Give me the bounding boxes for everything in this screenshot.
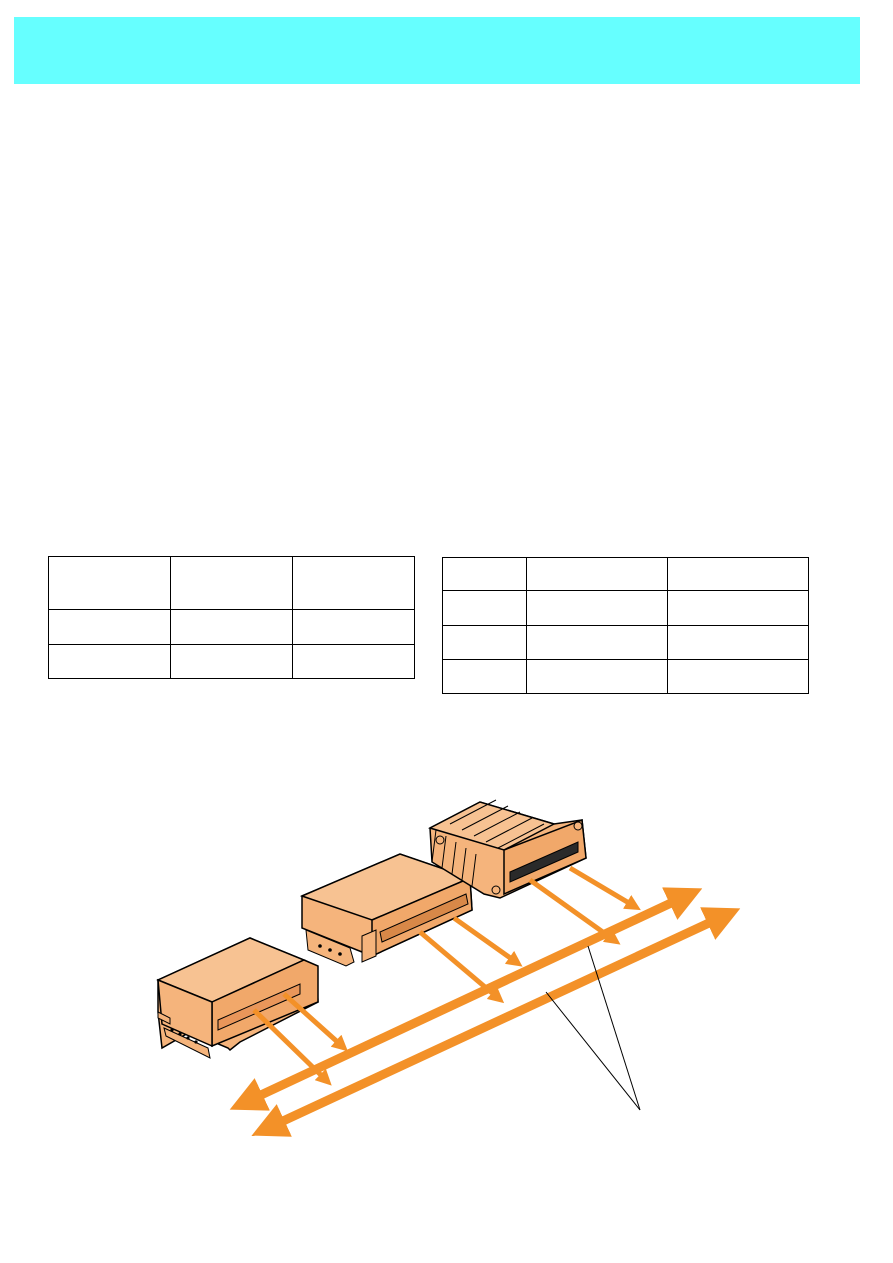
table-cell	[442, 625, 527, 660]
table-row	[442, 590, 809, 626]
table-right	[442, 557, 809, 694]
control-unit-2	[299, 853, 473, 967]
table-cell	[48, 609, 171, 645]
leader-lines	[545, 945, 641, 1111]
table-row	[442, 625, 809, 660]
table-cell	[526, 625, 668, 660]
table-cell	[526, 659, 668, 694]
table-cell	[48, 644, 171, 679]
table-cell	[442, 659, 527, 694]
control-unit-3	[428, 799, 587, 899]
table-row	[442, 557, 809, 591]
connection-arrows	[252, 865, 641, 1086]
table-cell	[170, 609, 293, 645]
table-cell	[442, 590, 527, 626]
table-cell	[170, 644, 293, 679]
table-cell	[48, 556, 171, 610]
table-row	[48, 609, 415, 645]
header-band	[14, 17, 860, 84]
table-cell	[526, 590, 668, 626]
table-cell	[526, 557, 668, 591]
table-cell	[667, 659, 809, 694]
table-row	[48, 644, 415, 679]
bus-line-lower	[251, 907, 741, 1137]
table-cell	[292, 609, 415, 645]
table-cell	[292, 644, 415, 679]
table-cell	[667, 590, 809, 626]
table-cell	[170, 556, 293, 610]
table-cell	[292, 556, 415, 610]
table-cell	[442, 557, 527, 591]
table-row	[48, 556, 415, 610]
table-cell	[667, 625, 809, 660]
table-cell	[667, 557, 809, 591]
table-row	[442, 659, 809, 694]
table-left	[48, 556, 415, 679]
can-bus-figure	[156, 799, 741, 1137]
control-unit-1	[156, 937, 319, 1059]
